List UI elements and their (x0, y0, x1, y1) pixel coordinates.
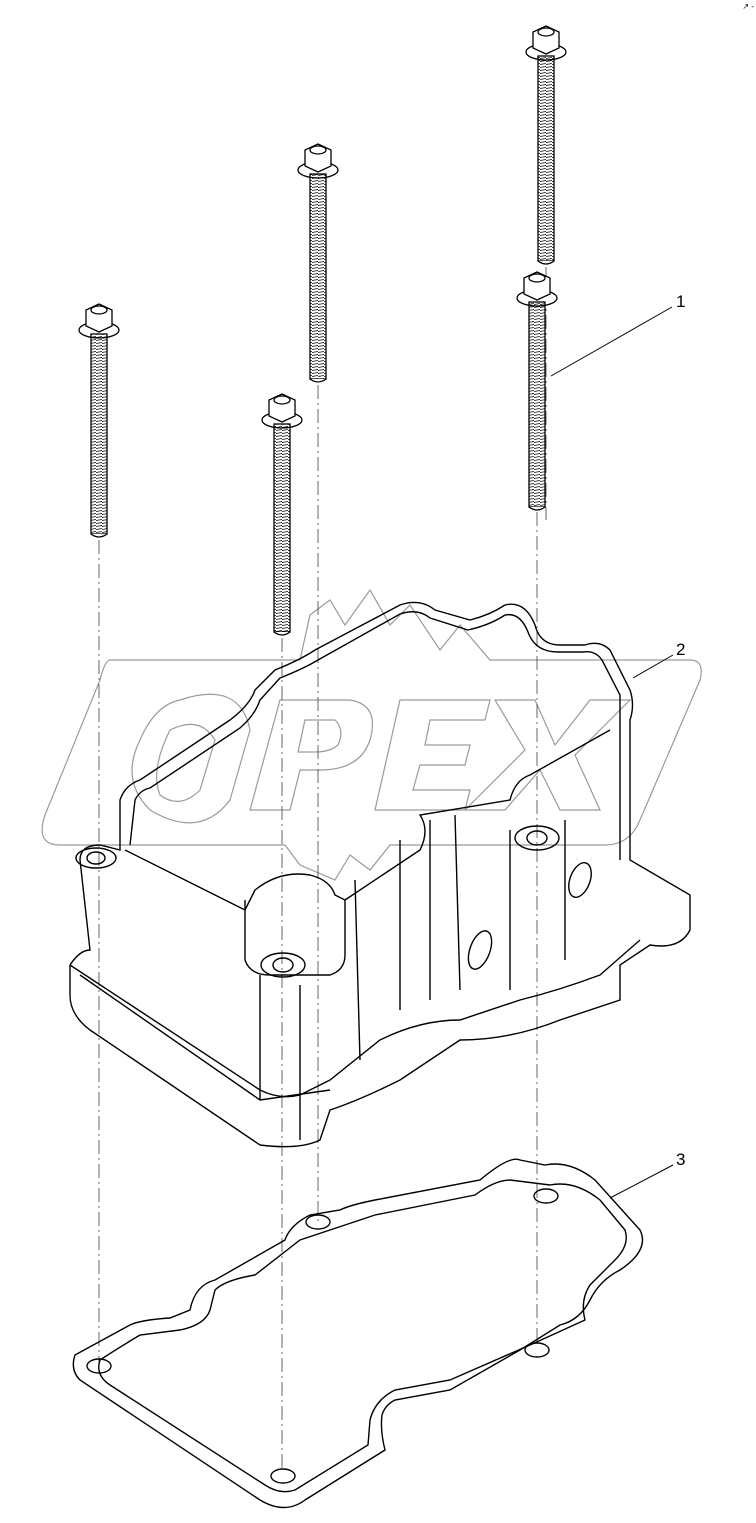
bolt-center-left (261, 393, 303, 636)
valve-cover (69, 601, 691, 1148)
bolt-center-back (297, 143, 339, 383)
leader-3 (609, 1164, 674, 1199)
bolt-right-front (516, 271, 558, 511)
callout-3-label: 3 (676, 1150, 686, 1169)
callout-1-label: 1 (676, 292, 686, 311)
assembly-centerlines (98, 267, 547, 1470)
leader-2 (632, 654, 674, 679)
corner-mark: ↗ ‑ (742, 2, 754, 11)
bolt-right-back (525, 25, 567, 265)
bolt-far-left (78, 303, 120, 538)
leader-1 (550, 306, 673, 377)
callout-leaders (550, 306, 674, 1199)
gasket (72, 1158, 644, 1509)
callout-2-label: 2 (676, 640, 686, 659)
bolts (78, 25, 567, 636)
